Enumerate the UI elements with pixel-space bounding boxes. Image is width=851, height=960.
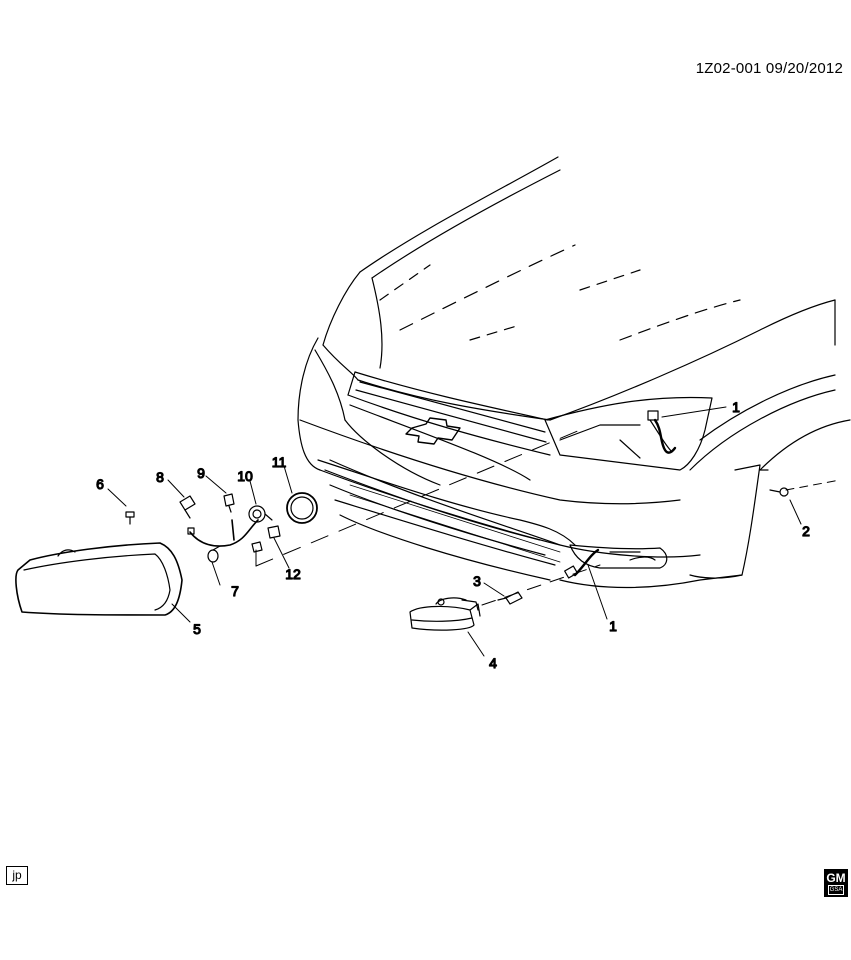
callout-3: 3 <box>473 573 481 589</box>
callout-6: 6 <box>96 476 104 492</box>
callout-1-upper: 1 <box>732 399 740 415</box>
callout-4: 4 <box>489 655 497 671</box>
gm-logo-text: GM <box>826 871 846 885</box>
part-1-lower-harness <box>564 548 600 579</box>
callout-7: 7 <box>231 583 239 599</box>
part-9-socket <box>223 493 235 513</box>
gm-logo-sub: GSA <box>828 885 844 895</box>
callout-1-lower: 1 <box>609 618 617 634</box>
illustrator-tag: jp <box>6 866 28 885</box>
leader-lines <box>107 406 802 657</box>
document-id: 1Z02-001 09/20/2012 <box>695 60 843 77</box>
callout-8: 8 <box>156 469 164 485</box>
part-8-socket <box>179 495 196 519</box>
part-12-connector <box>251 525 281 553</box>
callout-9: 9 <box>197 465 205 481</box>
headlamp-harness <box>187 519 259 547</box>
part-4-fog-lamp <box>409 597 481 631</box>
callout-12: 12 <box>285 566 301 582</box>
part-1-upper-harness <box>653 418 677 454</box>
part-2-retainer <box>769 487 789 497</box>
callout-11: 11 <box>272 454 287 470</box>
gm-logo: GM GSA <box>824 869 848 897</box>
part-3-fog-bulb <box>497 591 523 605</box>
part-10-socket <box>248 505 273 523</box>
part-6-bolt <box>125 511 135 525</box>
callout-5: 5 <box>193 621 201 637</box>
part-11-seal <box>286 492 318 524</box>
part-5-headlamp <box>15 542 183 616</box>
alignment-lines <box>255 429 841 606</box>
part-7-bulb <box>207 545 221 563</box>
callout-2: 2 <box>802 523 810 539</box>
vehicle-front <box>297 156 851 589</box>
callout-10: 10 <box>237 468 253 484</box>
